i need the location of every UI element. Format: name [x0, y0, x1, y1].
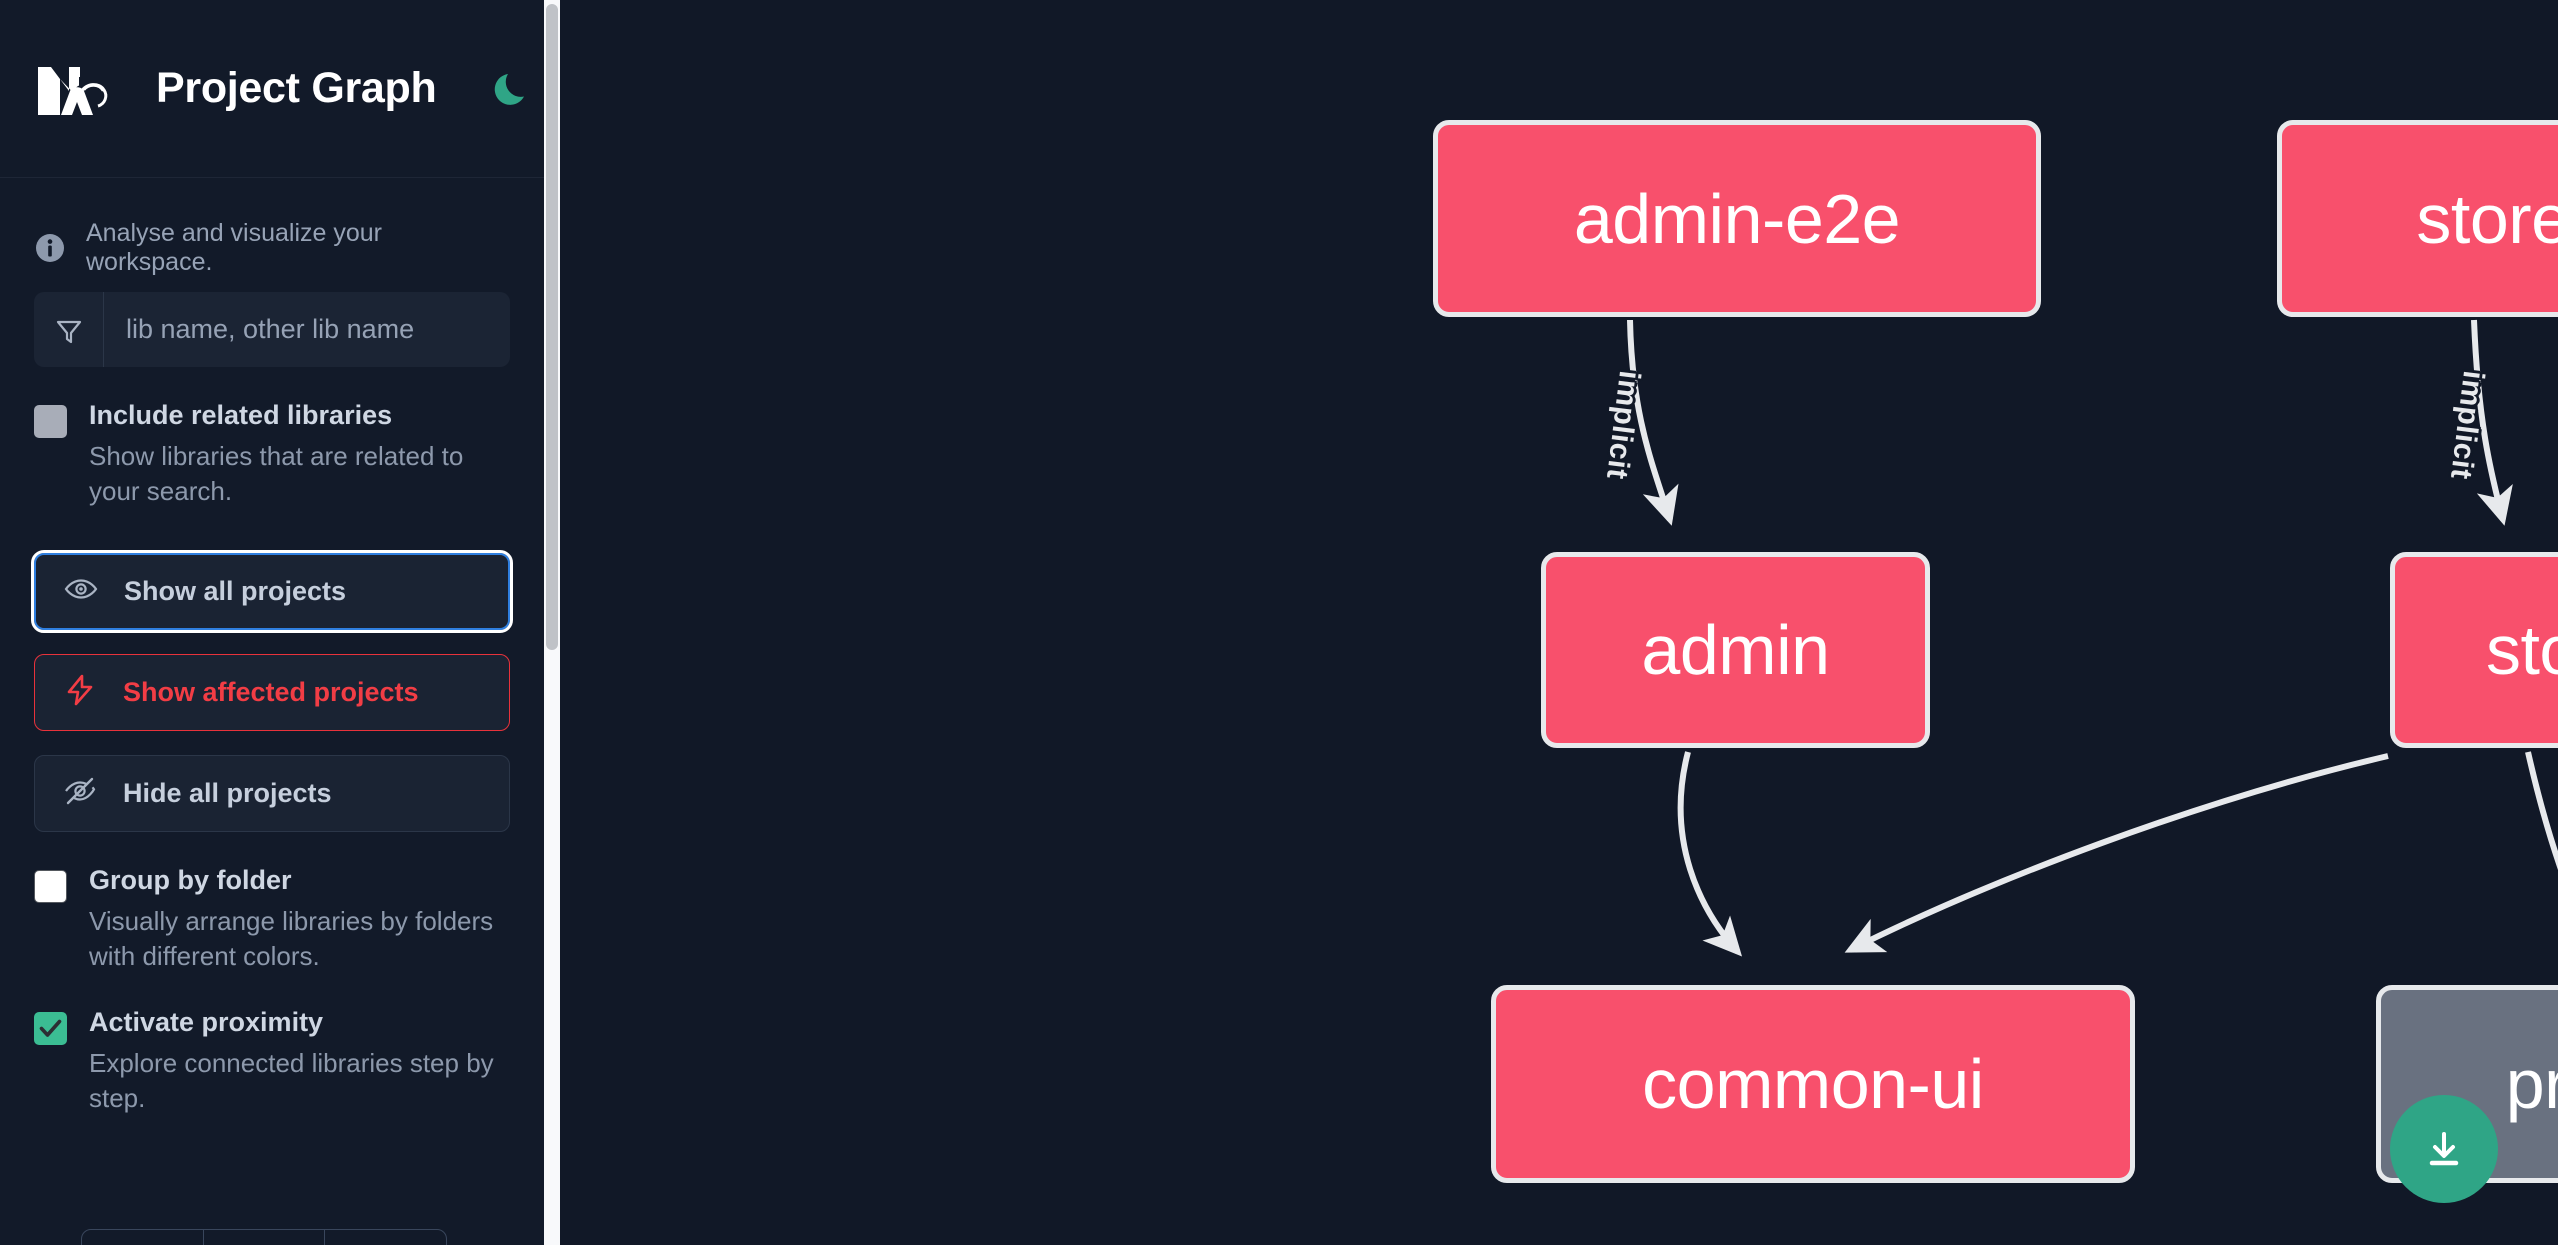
sidebar-subtitle: Analyse and visualize your workspace. [0, 178, 544, 276]
nx-logo-icon [34, 59, 128, 119]
sidebar-scrollbar[interactable] [544, 0, 560, 1245]
graph-node-label: store-e2e [2416, 179, 2558, 258]
hide-all-projects-button[interactable]: Hide all projects [34, 754, 510, 832]
graph-node-store-e2e[interactable]: store-e2e [2277, 120, 2558, 317]
lightning-bolt-icon [63, 673, 97, 712]
sidebar-scroll-region: Project Graph Analyse and visualize yo [0, 0, 544, 1245]
sidebar-header: Project Graph [0, 0, 544, 178]
graph-node-label: products [2505, 1045, 2558, 1123]
checkbox-row-include-related-libraries[interactable]: Include related libraries Show libraries… [0, 399, 544, 509]
project-visibility-buttons: Show all projects Show affected projects [0, 549, 544, 832]
show-affected-projects-button[interactable]: Show affected projects [34, 653, 510, 731]
eye-icon [64, 572, 98, 611]
sidebar-scrollbar-thumb[interactable] [546, 4, 558, 650]
activate-proximity-checkbox[interactable] [34, 1011, 67, 1045]
proximity-step-decrease[interactable] [82, 1230, 204, 1245]
sidebar-subtitle-text: Analyse and visualize your workspace. [86, 219, 382, 276]
include-related-libraries-checkbox[interactable] [34, 405, 67, 438]
graph-node-label: common-ui [1642, 1045, 1984, 1123]
group-by-folder-description: Visually arrange libraries by folders wi… [89, 905, 494, 971]
download-graph-button[interactable] [2390, 1095, 2498, 1203]
edge-admin-e2e-admin [1627, 319, 1679, 526]
graph-node-label: admin [1641, 611, 1830, 689]
info-icon [34, 232, 66, 264]
edge-admin-common-ui [1677, 751, 1743, 957]
search-input[interactable] [104, 292, 510, 367]
edge-store-e2e-store [2471, 319, 2513, 526]
activate-proximity-description: Explore connected libraries step by step… [89, 1047, 494, 1113]
show-affected-projects-label: Show affected projects [123, 676, 419, 707]
checkbox-row-group-by-folder[interactable]: Group by folder Visually arrange librari… [0, 864, 544, 974]
sidebar: Project Graph Analyse and visualize yo [0, 0, 560, 1245]
moon-icon[interactable] [490, 66, 536, 112]
proximity-step-increase[interactable] [325, 1230, 446, 1245]
graph-node-label: admin-e2e [1573, 179, 1901, 258]
page-title: Project Graph [156, 64, 437, 112]
eye-off-icon [63, 774, 97, 813]
search-bar[interactable] [34, 292, 510, 367]
graph-edges [1627, 319, 2558, 957]
edge-store-products [2525, 751, 2558, 870]
group-by-folder-label: Group by folder [89, 864, 292, 895]
include-related-libraries-label: Include related libraries [89, 400, 393, 430]
graph-node-store[interactable]: store [2390, 552, 2558, 748]
edge-store-common-ui [1844, 753, 2389, 953]
graph-canvas[interactable]: admin-e2e store-e2e admin store common-u… [560, 0, 2558, 1245]
activate-proximity-label: Activate proximity [89, 1006, 324, 1037]
proximity-step-control[interactable] [0, 1229, 528, 1245]
show-all-projects-label: Show all projects [124, 575, 347, 606]
graph-node-label: store [2485, 611, 2558, 689]
graph-node-admin[interactable]: admin [1541, 552, 1930, 748]
download-icon [2420, 1124, 2468, 1175]
group-by-folder-checkbox[interactable] [34, 869, 67, 903]
show-all-projects-button[interactable]: Show all projects [31, 549, 513, 633]
checkbox-row-activate-proximity[interactable]: Activate proximity Explore connected lib… [0, 1006, 544, 1116]
graph-node-products[interactable]: products [2376, 985, 2558, 1183]
filter-icon [34, 292, 104, 367]
include-related-libraries-description: Show libraries that are related to your … [89, 440, 464, 506]
graph-node-admin-e2e[interactable]: admin-e2e [1433, 120, 2041, 317]
graph-node-common-ui[interactable]: common-ui [1491, 985, 2135, 1183]
hide-all-projects-label: Hide all projects [123, 777, 332, 808]
proximity-step-value [204, 1230, 326, 1245]
